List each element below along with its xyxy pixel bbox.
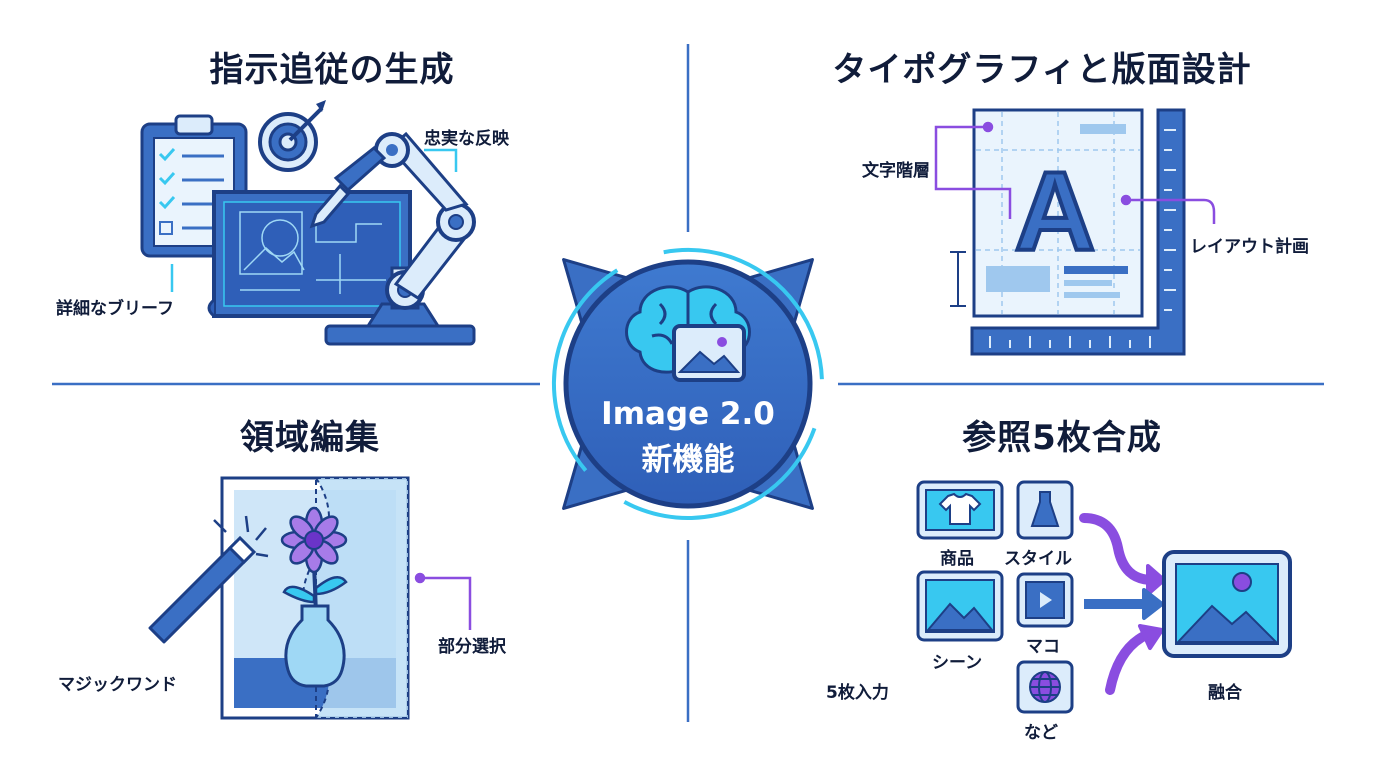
faithful-label: 忠実な反映 xyxy=(424,129,509,149)
dress-tile xyxy=(1016,480,1074,540)
hierarchy-label: 文字階層 xyxy=(862,161,930,181)
quadrant-dividers xyxy=(52,44,1324,722)
center-hub xyxy=(552,248,824,520)
image-icon xyxy=(672,324,746,382)
mako-label: マコ xyxy=(1026,637,1060,657)
landscape-icon xyxy=(925,602,995,631)
magic-wand-icon xyxy=(148,515,269,644)
target-icon xyxy=(258,100,326,172)
region-illustration xyxy=(148,476,472,720)
tshirt-icon xyxy=(938,492,982,525)
layout-callout xyxy=(1120,194,1216,224)
instruction-title: 指示追従の生成 xyxy=(209,50,455,90)
reference-title: 参照5枚合成 xyxy=(962,418,1162,458)
ruler-icon xyxy=(970,108,1186,356)
reference-illustration xyxy=(916,480,1292,714)
center-title: Image 2.0 xyxy=(601,396,775,432)
video-tile xyxy=(1016,572,1074,628)
typography-illustration: A xyxy=(934,108,1216,356)
typography-letter: A xyxy=(1015,149,1096,274)
hierarchy-callout xyxy=(934,121,1012,219)
faithful-callout xyxy=(424,148,458,172)
flower-vase-icon xyxy=(280,506,348,688)
blueprint-icon xyxy=(207,190,417,318)
selection-label: 部分選択 xyxy=(438,637,506,657)
scene-tile xyxy=(916,570,1004,642)
input-count-label: 5枚入力 xyxy=(826,683,889,703)
scene-label: シーン xyxy=(932,653,983,673)
center-subtitle: 新機能 xyxy=(641,442,735,478)
fusion-label: 融合 xyxy=(1208,683,1242,703)
region-title: 領域編集 xyxy=(240,418,380,458)
dress-icon xyxy=(1030,491,1060,527)
wand-label: マジックワンド xyxy=(58,675,177,695)
style-label: スタイル xyxy=(1004,549,1072,569)
fusion-arrows xyxy=(1079,513,1166,695)
typography-title: タイポグラフィと版面設計 xyxy=(832,50,1252,90)
globe-tile xyxy=(1016,660,1074,714)
globe-icon xyxy=(1029,671,1061,703)
instruction-illustration xyxy=(140,100,476,346)
product-label: 商品 xyxy=(940,549,974,569)
brief-label: 詳細なブリーフ xyxy=(56,299,174,319)
height-marker xyxy=(950,251,966,307)
tshirt-tile xyxy=(916,480,1004,540)
layout-label: レイアウト計画 xyxy=(1190,237,1309,257)
robot-arm-icon xyxy=(309,131,476,346)
etc-label: など xyxy=(1024,723,1058,743)
fusion-image xyxy=(1162,550,1292,658)
selection-callout xyxy=(414,572,472,630)
layout-sheet xyxy=(972,108,1144,318)
